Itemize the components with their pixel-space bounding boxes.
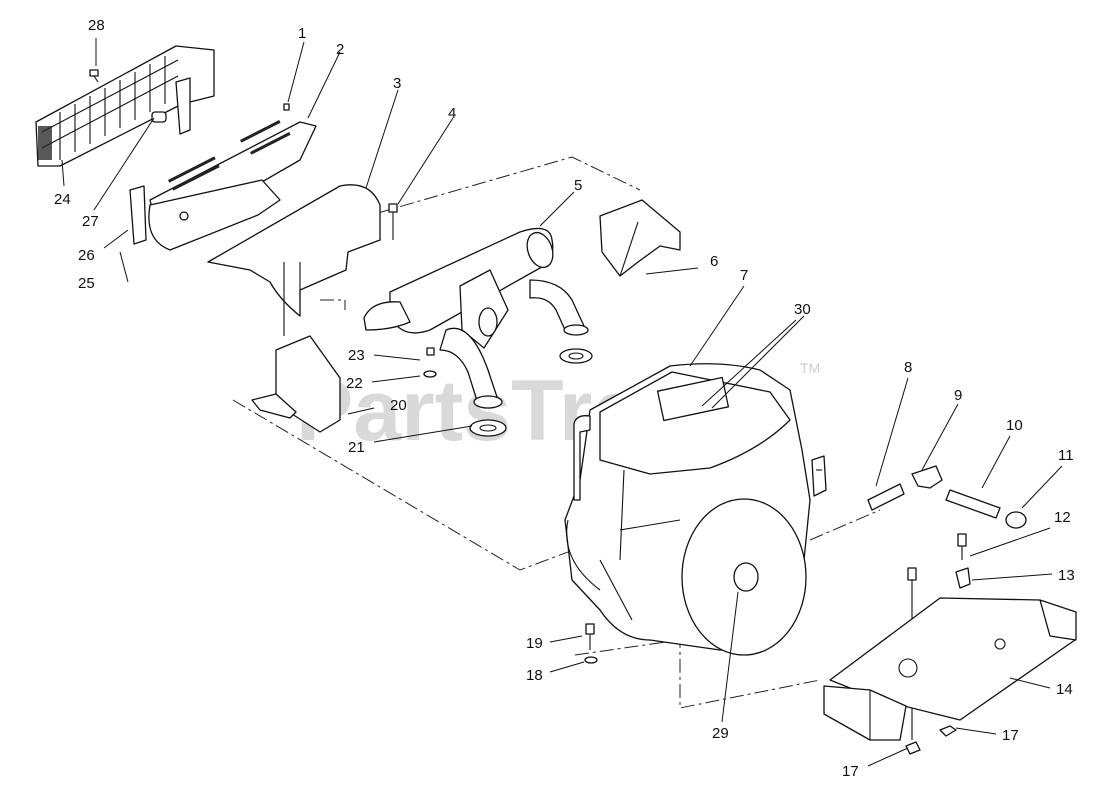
callout-5: 5 [574, 177, 582, 194]
cap-11 [1005, 511, 1027, 529]
callout-30: 30 [794, 301, 811, 318]
callout-7: 7 [740, 267, 748, 284]
grille-screen-part [35, 45, 215, 167]
bolt-23 [426, 347, 435, 356]
flywheel-screen-29 [681, 498, 807, 656]
callout-14: 14 [1056, 681, 1073, 698]
callout-labels: 1 2 3 4 5 6 7 8 9 10 11 12 13 14 17 17 1… [54, 17, 1075, 780]
callout-17-bottom: 17 [842, 763, 859, 780]
callout-21: 21 [348, 439, 365, 456]
callout-29: 29 [712, 725, 729, 742]
callout-2: 2 [336, 41, 344, 58]
washer-18 [584, 656, 598, 664]
callout-1: 1 [298, 25, 306, 42]
washer-22 [423, 370, 437, 378]
exhaust-elbow-left [439, 327, 503, 409]
nut-17-right [939, 725, 957, 737]
nut-17-bottom [905, 741, 921, 755]
elbow-fitting-9 [911, 465, 943, 489]
leader-lines [61, 38, 1063, 767]
muffler-5 [363, 227, 554, 349]
callout-11: 11 [1058, 447, 1074, 464]
gasket-21 [469, 419, 507, 437]
watermark-trademark: TM [800, 360, 820, 376]
callout-10: 10 [1006, 417, 1023, 434]
callout-17-right: 17 [1002, 727, 1019, 744]
callout-25: 25 [78, 275, 95, 292]
exhaust-elbow-right [529, 279, 589, 336]
callout-6: 6 [710, 253, 718, 270]
bolt-19 [585, 623, 595, 650]
callout-9: 9 [954, 387, 962, 404]
callout-19: 19 [526, 635, 543, 652]
callout-4: 4 [448, 105, 456, 122]
callout-24: 24 [54, 191, 71, 208]
gasket-right [559, 348, 593, 364]
callout-28: 28 [88, 17, 105, 34]
hose-fitting-10 [945, 489, 1001, 519]
callout-22: 22 [346, 375, 363, 392]
callout-8: 8 [904, 359, 912, 376]
callout-26: 26 [78, 247, 95, 264]
bracket-26 [129, 185, 147, 245]
callout-18: 18 [526, 667, 543, 684]
bolt-1 [283, 103, 290, 111]
pipe-nipple-8 [867, 483, 905, 511]
callout-23: 23 [348, 347, 365, 364]
dipstick-tube [573, 415, 591, 501]
callout-27: 27 [82, 213, 99, 230]
bolt-12 [957, 533, 967, 560]
callout-3: 3 [393, 75, 401, 92]
callout-20: 20 [390, 397, 407, 414]
bolt-4 [388, 203, 398, 240]
spacer-27 [151, 111, 167, 123]
heat-shield-3 [148, 179, 381, 317]
muffler-bracket-20 [251, 262, 341, 433]
shield-cover-6 [599, 199, 681, 277]
callout-13: 13 [1058, 567, 1075, 584]
clip-13 [955, 567, 971, 589]
bolt-28 [89, 69, 99, 83]
mounting-plate-14 [823, 597, 1077, 741]
callout-12: 12 [1054, 509, 1071, 526]
